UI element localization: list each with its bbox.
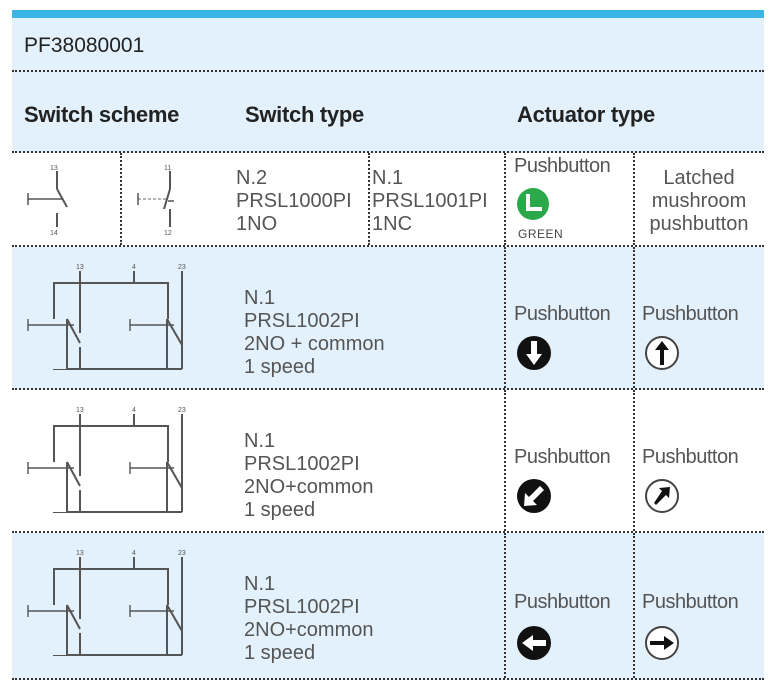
scheme-label-13: 13 [76, 264, 84, 271]
table-row-4: 13 4 23 N.1 PRSL1002PI 2NO+common 1 spee… [12, 533, 764, 680]
actuator-b-label: Pushbutton [642, 303, 739, 325]
scheme-label-4: 4 [132, 264, 136, 271]
switch-type: N.1 PRSL1002PI 2NO + common 1 speed [244, 287, 385, 378]
table-row-1: 13 14 11 12 N.2 PRSL1000PI 1NO N.1 PRSL1… [12, 153, 764, 247]
scheme-a-bottom-label: 14 [50, 230, 58, 237]
two-no-common-scheme: 13 4 23 [27, 550, 186, 656]
scheme-label-23: 23 [178, 264, 186, 271]
scheme-label-23: 23 [178, 407, 186, 414]
two-no-common-scheme: 13 4 23 [27, 407, 186, 513]
header-row: Switch scheme Switch type Actuator type [12, 72, 764, 153]
arrow-right-white-icon [645, 626, 679, 660]
header-actuator-type: Actuator type [517, 102, 655, 127]
scheme-label-13: 13 [76, 550, 84, 557]
scheme-label-13: 13 [76, 407, 84, 414]
scheme-label-4: 4 [132, 550, 136, 557]
arrow-up-white-icon [645, 336, 679, 370]
actuator-a-label: Pushbutton [514, 446, 611, 468]
header-switch-type: Switch type [245, 102, 364, 127]
table-row-2: 13 4 23 N.1 PRSL1002PI 2NO + common 1 sp… [12, 247, 764, 390]
product-code-row: PF38080001 [12, 18, 764, 72]
top-accent-bar [12, 10, 764, 18]
green-button-icon [517, 188, 549, 220]
two-no-common-scheme: 13 4 23 [27, 264, 186, 370]
header-switch-scheme: Switch scheme [24, 102, 180, 127]
arrow-up-right-white-icon [645, 479, 679, 513]
table-row-3: 13 4 23 N.1 PRSL1002PI 2NO+common 1 spee… [12, 390, 764, 533]
product-code: PF38080001 [24, 34, 145, 57]
arrow-down-left-black-icon [517, 479, 551, 513]
no-contact-symbol: 13 14 [27, 165, 68, 237]
scheme-label-23: 23 [178, 550, 186, 557]
scheme-a-top-label: 13 [50, 165, 58, 172]
switch-type: N.1 PRSL1002PI 2NO+common 1 speed [244, 573, 374, 664]
actuator-b-label: Latched mushroom pushbutton [649, 167, 749, 235]
actuator-a-label: Pushbutton [514, 591, 611, 613]
switch-type-b: N.1 PRSL1001PI 1NC [372, 167, 488, 235]
actuator-b-label: Pushbutton [642, 591, 739, 613]
arrow-down-black-icon [517, 336, 551, 370]
actuator-b-label: Pushbutton [642, 446, 739, 468]
scheme-label-4: 4 [132, 407, 136, 414]
actuator-a-label: Pushbutton [514, 155, 611, 177]
scheme-b-top-label: 11 [164, 165, 171, 172]
switch-type: N.1 PRSL1002PI 2NO+common 1 speed [244, 430, 374, 521]
switch-type-a: N.2 PRSL1000PI 1NO [236, 167, 352, 235]
actuator-a-label: Pushbutton [514, 303, 611, 325]
nc-contact-symbol: 11 12 [137, 165, 174, 237]
scheme-b-bottom-label: 12 [164, 230, 172, 237]
green-color-label: GREEN [518, 227, 564, 241]
arrow-left-black-icon [517, 626, 551, 660]
